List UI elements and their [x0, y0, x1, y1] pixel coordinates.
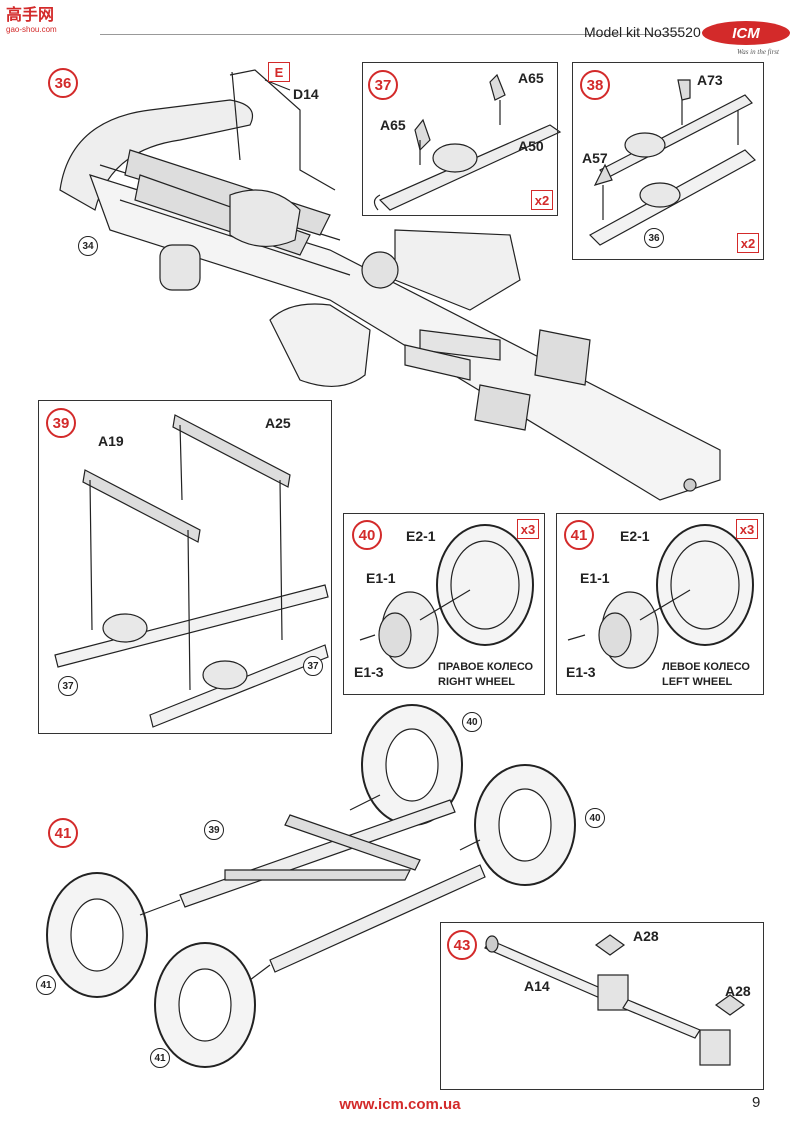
part-label-a57: A57 [582, 150, 608, 166]
page-number: 9 [752, 1094, 761, 1111]
wheel-caption-ru-right: ПРАВОЕ КОЛЕСО [438, 661, 534, 673]
part-label-a28-top: A28 [633, 928, 659, 944]
wheel-caption-en-right: RIGHT WHEEL [438, 676, 515, 688]
ref-36: 36 [644, 228, 664, 248]
ref-40-top: 40 [462, 712, 482, 732]
icm-logo-mark: ICM Was in the first [702, 21, 790, 56]
watermark-mark: 高手网 gao-shou.com [4, 4, 76, 34]
part-label-a50: A50 [518, 138, 544, 154]
step-40-badge: 40 [352, 520, 382, 550]
part-label-e1-3-left: E1-3 [566, 664, 596, 680]
step-38-panel [572, 62, 764, 260]
step-39-badge: 39 [46, 408, 76, 438]
ref-41-left: 41 [36, 975, 56, 995]
multiplier-x3-step41: x3 [736, 519, 758, 539]
step40-wheel-drawing [359, 524, 534, 669]
header-rule [100, 34, 680, 35]
step37-axle-drawing [373, 73, 562, 211]
part-label-e2-1-right: E2-1 [406, 528, 436, 544]
wheel-caption-en-left: LEFT WHEEL [662, 676, 733, 688]
step-41-panel [556, 513, 764, 695]
watermark-logo: 高手网 gao-shou.com [4, 4, 76, 39]
part-label-a28-right: A28 [725, 983, 751, 999]
part-label-e1-1-left: E1-1 [580, 570, 610, 586]
icm-logo: ICM Was in the first [700, 18, 792, 63]
multiplier-x2-step37: x2 [531, 190, 553, 210]
step-36-badge: 36 [48, 68, 78, 98]
step41-bogie-drawing [46, 704, 576, 1068]
wheel-caption-ru-left: ЛЕВОЕ КОЛЕСО [662, 661, 750, 673]
ref-34: 34 [78, 236, 98, 256]
part-label-a73: A73 [697, 72, 723, 88]
step38-axle-drawing [589, 79, 756, 246]
ref-39: 39 [204, 820, 224, 840]
part-label-a25: A25 [265, 415, 291, 431]
step39-springs-drawing [54, 414, 329, 728]
svg-text:高手网: 高手网 [6, 5, 54, 24]
ref-41-bottom: 41 [150, 1048, 170, 1068]
part-label-d14: D14 [293, 86, 319, 102]
chassis-frame-drawing [59, 69, 721, 501]
watermark-text: gao-shou.com [6, 25, 57, 34]
step-39-panel [38, 400, 332, 734]
step-41-badge-top: 41 [564, 520, 594, 550]
model-kit-title: Model kit No35520 [584, 24, 701, 40]
part-label-a65-right: A65 [518, 70, 544, 86]
part-label-e1-3-right: E1-3 [354, 664, 384, 680]
multiplier-x2-step38: x2 [737, 233, 759, 253]
step41-wheel-drawing [567, 524, 754, 669]
step-37-badge: 37 [368, 70, 398, 100]
svg-text:Was in the first: Was in the first [737, 48, 780, 56]
ref-40-right: 40 [585, 808, 605, 828]
step-37-panel [362, 62, 558, 216]
multiplier-x3-step40: x3 [517, 519, 539, 539]
part-label-e2-1-left: E2-1 [620, 528, 650, 544]
part-label-e1-1-right: E1-1 [366, 570, 396, 586]
step-40-panel [343, 513, 545, 695]
footer-website: www.icm.com.ua [339, 1096, 461, 1113]
ref-37-right: 37 [303, 656, 323, 676]
step43-shaft-drawing [484, 934, 746, 1066]
ref-37-left: 37 [58, 676, 78, 696]
part-label-a19: A19 [98, 433, 124, 449]
step-41-badge-bottom: 41 [48, 818, 78, 848]
step-38-badge: 38 [580, 70, 610, 100]
part-label-a65-left: A65 [380, 117, 406, 133]
svg-text:ICM: ICM [732, 25, 760, 42]
step-43-panel [440, 922, 764, 1090]
part-e-tag: E [268, 62, 290, 82]
step-43-badge: 43 [447, 930, 477, 960]
part-label-a14: A14 [524, 978, 550, 994]
